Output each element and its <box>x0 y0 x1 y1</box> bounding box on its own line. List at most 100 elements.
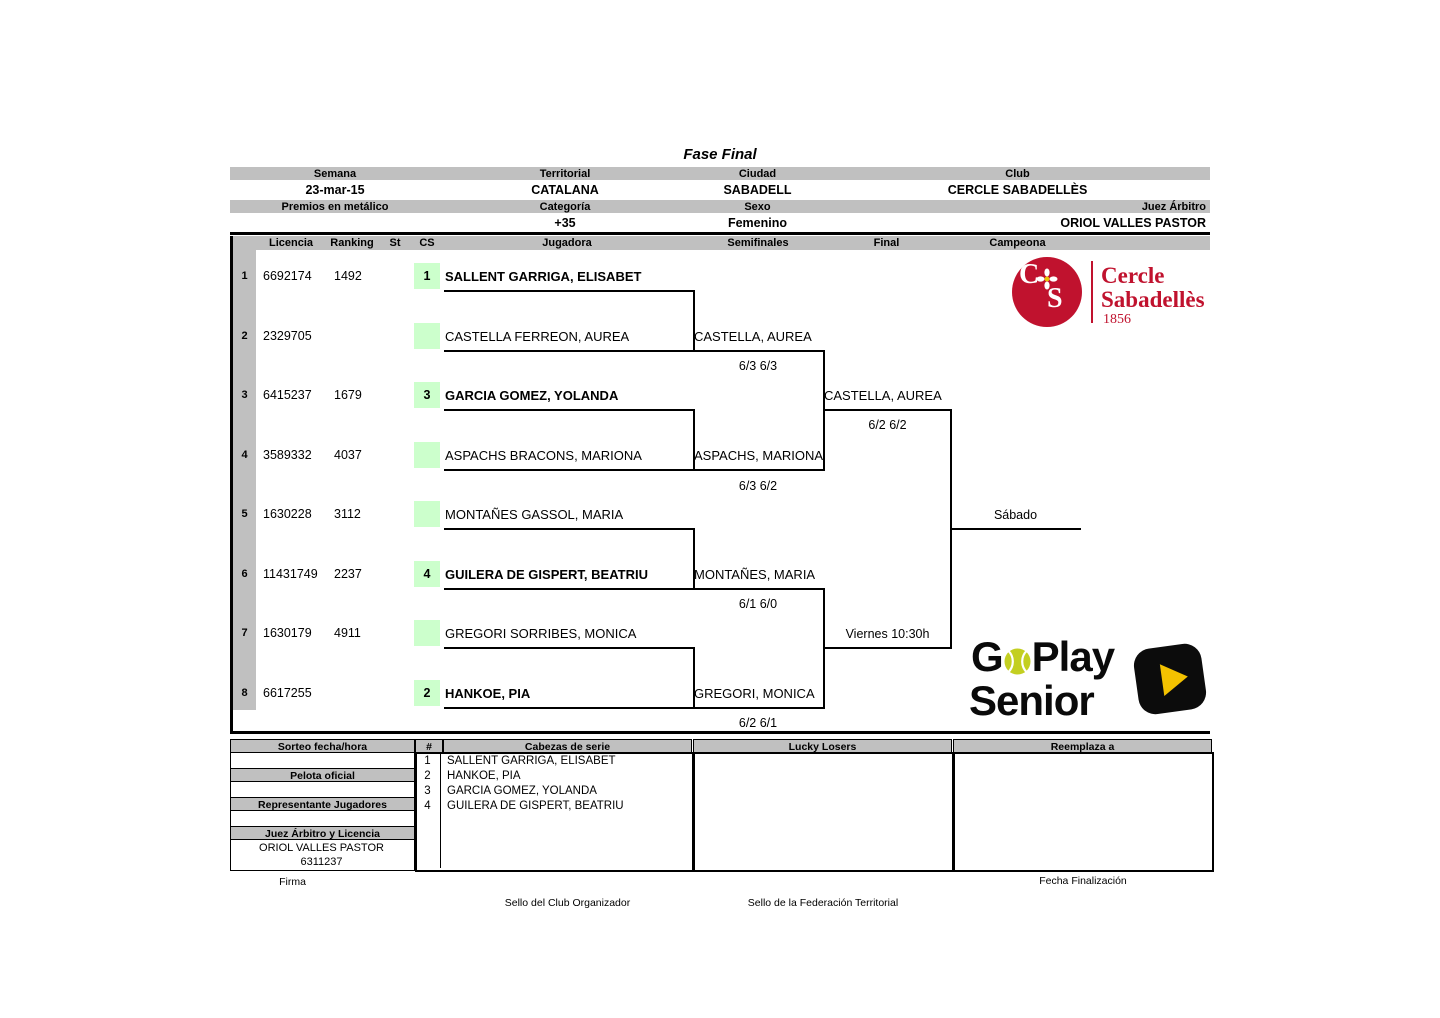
label-categoria: Categoría <box>539 200 591 213</box>
player-name: ASPACHS BRACONS, MARIONA <box>445 447 642 463</box>
col-semifinales: Semifinales <box>727 237 789 249</box>
fecha-finalizacion-label: Fecha Finalización <box>1039 875 1127 887</box>
player-name: GREGORI SORRIBES, MONICA <box>445 625 637 641</box>
play-triangle <box>1159 660 1190 697</box>
bracket-line <box>444 528 693 530</box>
bracket-line <box>444 588 823 590</box>
juez-licencia: 6311237 <box>300 855 343 868</box>
semifinal-player: ASPACHS, MARIONA <box>694 447 824 463</box>
seed-box: 1 <box>414 263 440 289</box>
seed-num: 1 <box>424 755 431 767</box>
player-licencia: 11431749 <box>263 567 318 581</box>
label-territorial: Territorial <box>539 167 591 180</box>
divider-line <box>230 232 1210 235</box>
player-ranking: 2237 <box>334 567 362 581</box>
play-button-icon <box>1131 641 1209 717</box>
player-ranking <box>334 685 382 701</box>
juez-nombre: ORIOL VALLES PASTOR <box>259 842 384 854</box>
bracket-line <box>444 647 693 649</box>
finalist: CASTELLA, AUREA <box>824 387 942 403</box>
player-name: GARCIA GOMEZ, YOLANDA <box>445 387 619 403</box>
match-score: 6/1 6/0 <box>738 597 778 611</box>
reemplaza-header: Reemplaza a <box>953 739 1212 755</box>
info-row2-bg <box>230 200 1210 213</box>
cabezas-box <box>415 752 694 872</box>
seed-box: 3 <box>414 382 440 408</box>
cercle-logo-name-line1: Cercle <box>1101 263 1165 288</box>
player-ranking: 3112 <box>334 507 361 521</box>
draw-position: 5 <box>241 508 248 520</box>
bracket-line <box>444 707 823 709</box>
value-juez-arbitro: ORIOL VALLES PASTOR <box>1060 215 1206 230</box>
bracket-line <box>444 409 693 411</box>
player-licencia: 6617255 <box>263 686 312 700</box>
semifinal-schedule: Viernes 10:30h <box>845 627 930 641</box>
lucky-losers-box <box>693 752 954 872</box>
tennis-ball-icon <box>1004 648 1031 674</box>
seed-box: 4 <box>414 561 440 587</box>
player-ranking: 1679 <box>334 388 362 402</box>
value-territorial: CATALANA <box>531 182 599 197</box>
bracket-connector <box>693 409 695 471</box>
value-semana: 23-mar-15 <box>305 182 365 197</box>
seed-name: HANKOE, PIA <box>447 770 521 782</box>
position-strip <box>233 250 256 710</box>
value-ciudad: SABADELL <box>723 182 792 197</box>
sello-club-label: Sello del Club Organizador <box>504 897 631 909</box>
value-premios <box>230 214 440 231</box>
player-ranking: 4037 <box>334 448 362 462</box>
bracket-line <box>444 469 823 471</box>
label-sexo: Sexo <box>744 200 771 213</box>
cercle-logo-name-line2: Sabadellès <box>1101 287 1205 312</box>
column-header-bg <box>230 236 1210 250</box>
goplay-logo-line2: Senior <box>969 677 1095 724</box>
label-premios: Premios en metálico <box>281 200 389 213</box>
juez-box <box>230 839 415 871</box>
match-score: 6/2 6/1 <box>738 716 778 730</box>
seed-box <box>414 620 440 646</box>
player-licencia: 1630228 <box>263 507 312 521</box>
player-licencia: 6692174 <box>263 269 312 283</box>
player-name: HANKOE, PIA <box>445 685 531 701</box>
player-ranking <box>334 328 382 344</box>
col-cs: CS <box>419 237 435 249</box>
col-jugadora: Jugadora <box>542 237 592 249</box>
bracket-connector <box>693 647 695 709</box>
reemplaza-box <box>953 752 1214 872</box>
match-score: 6/2 6/2 <box>868 418 907 432</box>
left-border-line <box>230 236 233 733</box>
seed-name: GARCIA GOMEZ, YOLANDA <box>447 785 597 797</box>
goplay-letter-g: G <box>971 633 1004 680</box>
player-licencia: 2329705 <box>263 329 312 343</box>
cercle-logo-letter-c: C <box>1019 259 1040 290</box>
seed-box <box>414 323 440 349</box>
draw-position: 3 <box>241 389 248 401</box>
cercle-logo-letter-s: S <box>1047 283 1063 314</box>
seed-num: 4 <box>424 800 431 812</box>
draw-position: 8 <box>241 687 248 699</box>
value-sexo: Femenino <box>727 215 788 230</box>
value-categoria: +35 <box>554 215 576 230</box>
seed-num: 2 <box>424 770 431 782</box>
match-score: 6/3 6/3 <box>738 359 778 373</box>
bracket-line <box>950 528 1081 530</box>
col-st: St <box>389 237 401 249</box>
goplay-logo-line1: G Play <box>971 633 1115 680</box>
info-row1-bg <box>230 167 1210 180</box>
semifinal-player: MONTAÑES, MARIA <box>694 566 816 582</box>
col-final: Final <box>873 237 900 249</box>
bracket-line <box>823 647 952 649</box>
player-ranking: 4911 <box>334 626 361 640</box>
cercle-logo-year: 1856 <box>1103 312 1131 327</box>
col-ranking: Ranking <box>330 237 374 249</box>
goplay-word-play: Play <box>1031 633 1115 680</box>
lucky-losers-header: Lucky Losers <box>693 739 952 755</box>
label-juez-arbitro: Juez Árbitro <box>1141 200 1206 213</box>
match-score: 6/3 6/2 <box>738 479 778 493</box>
final-schedule: Sábado <box>993 508 1038 522</box>
label-ciudad: Ciudad <box>738 167 777 180</box>
seed-box <box>414 501 440 527</box>
page-title: Fase Final <box>683 145 757 163</box>
divider-line <box>230 731 1210 734</box>
goplay-word-senior: Senior <box>969 677 1095 724</box>
